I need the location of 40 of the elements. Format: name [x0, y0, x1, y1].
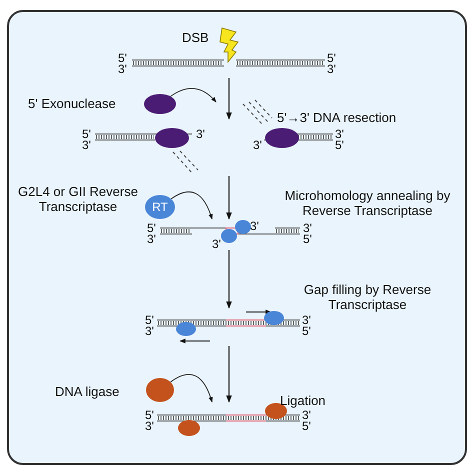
strand-end-label: 3' [82, 139, 91, 151]
strand-end-label: 3' [302, 314, 311, 326]
strand-end-label: 5' [145, 409, 154, 421]
strand-end-label: 5' [82, 128, 91, 140]
step-label: Ligation [280, 393, 327, 408]
arrow [170, 191, 213, 220]
strand-end-label: 3' [118, 63, 127, 75]
strand-end-label: 5' [303, 233, 312, 245]
arrow [226, 250, 232, 309]
strand-end-label: 5' [145, 314, 154, 326]
strand-end-label: 3' [327, 63, 336, 75]
arrow [226, 346, 232, 403]
step-label: Gap filling by Reverse Transcriptase [302, 282, 432, 312]
strand-end-label: 5' [118, 52, 127, 64]
strand-end-label: 5' [147, 222, 156, 234]
strand-end-label: 3' [250, 220, 259, 232]
strand-end-label: 3' [335, 128, 344, 140]
enzyme-name: DSB [182, 30, 210, 45]
arrow [170, 374, 213, 403]
enzyme-name: 5' Exonuclease [28, 96, 117, 111]
strand-end-label: 5' [302, 420, 311, 432]
enzyme-name: DNA ligase [55, 384, 120, 399]
arrow [226, 78, 232, 120]
arrow [226, 176, 232, 220]
enzyme-name: G2L4 or GII Reverse Transcriptase [17, 184, 139, 214]
strand-end-label: 5' [335, 139, 344, 151]
step-label: Microhomology annealing by Reverse Transcriptase [284, 188, 452, 218]
strand-end-label: 3' [196, 128, 205, 140]
strand-end-label: 5' [327, 52, 336, 64]
strand-end-label: 3' [253, 139, 262, 151]
strand-end-label: 3' [145, 325, 154, 337]
arrow [170, 88, 216, 102]
strand-end-label: 3' [303, 222, 312, 234]
step-label: 5'→3' DNA resection [277, 110, 398, 125]
strand-end-label: 3' [145, 420, 154, 432]
strand-end-label: 3' [302, 409, 311, 421]
enzyme-label: RT [152, 201, 168, 213]
strand-end-label: 3' [147, 233, 156, 245]
strand-end-label: 3' [212, 238, 221, 250]
strand-end-label: 5' [302, 325, 311, 337]
